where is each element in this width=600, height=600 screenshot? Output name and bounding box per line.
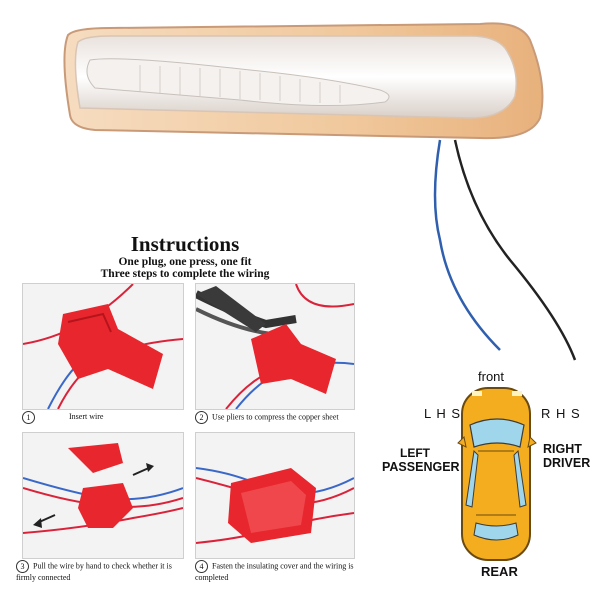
passenger-label: PASSENGER <box>382 460 460 474</box>
led-indicator-photo <box>63 22 577 361</box>
driver-label: DRIVER <box>543 456 591 470</box>
left-label: LEFT <box>400 446 430 460</box>
step-2-image <box>195 283 355 410</box>
instructions-title: Instructions <box>130 232 240 256</box>
step-2-number: 2 <box>195 411 208 424</box>
car-front-label: front <box>478 369 505 384</box>
car-top-view <box>457 387 537 561</box>
instructions-subtitle-1: One plug, one press, one fit <box>118 256 252 268</box>
step-4-image <box>195 432 355 559</box>
step-1-image <box>22 283 184 410</box>
car-rear-label: REAR <box>481 564 518 579</box>
step-3-number: 3 <box>16 560 29 573</box>
right-label: RIGHT <box>543 442 582 456</box>
step-3-image <box>22 432 184 559</box>
step-1-number: 1 <box>22 411 35 424</box>
instructions-subtitle-2: Three steps to complete the wiring <box>100 268 270 280</box>
step-4-number: 4 <box>195 560 208 573</box>
lhs-label: L H S <box>424 406 462 421</box>
rhs-label: R H S <box>541 406 581 421</box>
